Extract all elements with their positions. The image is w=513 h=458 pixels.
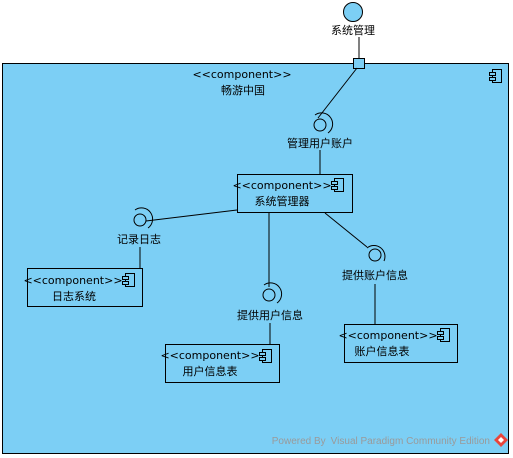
powered-by-footer: Powered By Visual Paradigm Community Edi… [272,436,490,447]
manager-to-account-interface-line [324,212,368,248]
account-table-name: 账户信息表 [355,344,410,358]
log-name: 日志系统 [52,290,96,303]
manage-accounts-interface-label: 管理用户账户 [287,136,353,150]
visual-paradigm-logo-icon [494,433,508,447]
record-log-interface-icon [133,207,154,229]
container-component-box[interactable] [2,63,509,454]
manage-accounts-interface-icon [313,112,334,134]
manager-stereotype: <<component>> [232,179,331,192]
user-table-component-icon [259,349,272,363]
account-table-stereotype: <<component>> [338,329,437,342]
container-name: 畅游中国 [221,83,265,97]
user-table-stereotype: <<component>> [160,349,259,362]
port-to-interface-line [317,67,358,119]
account-table-component-box[interactable] [344,324,458,363]
record-log-interface-label: 记录日志 [117,233,161,246]
log-component-box[interactable] [27,268,143,307]
provide-user-info-interface-label: 提供用户信息 [237,308,303,322]
log-component-icon [122,273,135,287]
manager-component-icon [331,178,344,192]
provide-account-info-interface-label: 提供账户信息 [342,268,408,282]
account-table-component-icon [437,328,450,342]
provide-account-info-interface-icon [366,245,386,262]
manager-name: 系统管理器 [255,194,310,208]
actor-circle[interactable] [343,2,363,22]
manager-to-log-interface-line [145,209,238,222]
port[interactable] [353,58,365,69]
container-component-icon [489,69,502,83]
user-table-name: 用户信息表 [183,364,238,378]
user-table-component-box[interactable] [165,344,280,383]
manager-component-box[interactable] [237,174,353,213]
actor-label: 系统管理 [331,23,375,37]
log-stereotype: <<component>> [23,274,122,287]
provide-user-info-interface-icon [262,282,283,304]
container-stereotype: <<component>> [192,68,291,81]
